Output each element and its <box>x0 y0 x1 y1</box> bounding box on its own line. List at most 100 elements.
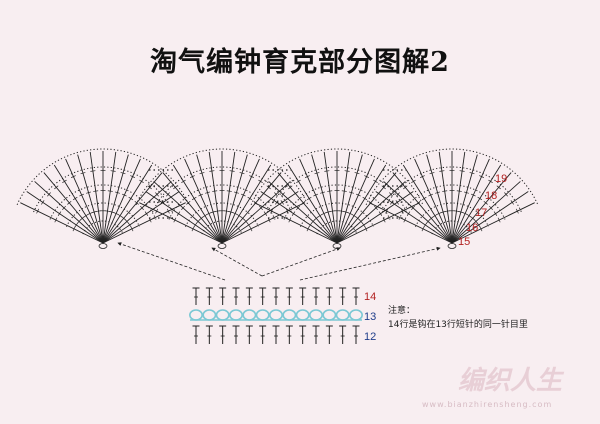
stitch-tick <box>270 208 274 214</box>
stitch-tick <box>90 170 96 172</box>
row13-loop <box>189 309 203 321</box>
stitch-tick <box>144 211 149 216</box>
stitch-tick <box>176 211 181 216</box>
stitch-tick <box>473 219 478 224</box>
stitch-tick <box>489 205 493 211</box>
row-arc <box>33 166 173 213</box>
stitch-tick <box>191 226 195 232</box>
row-arc <box>250 148 424 205</box>
stitch-tick <box>343 211 349 214</box>
stitch-tick <box>181 179 186 183</box>
radial-stitch <box>383 181 453 244</box>
watermark-logo: 编织人生 <box>458 366 563 396</box>
radial-stitch <box>102 158 141 244</box>
stitch-tick <box>488 179 493 183</box>
stitch-tick <box>411 205 415 211</box>
radial-stitch <box>451 172 512 244</box>
stitch-tick <box>62 179 67 183</box>
stitch-tick <box>362 222 366 228</box>
row-arc <box>365 148 539 205</box>
radial-stitch <box>172 164 223 244</box>
stitch-tick <box>477 222 481 228</box>
stitch-tick <box>190 175 195 178</box>
row13-loop <box>349 309 363 321</box>
radial-stitch <box>375 191 453 244</box>
stitch-tick <box>416 200 421 205</box>
row13-loop <box>335 309 350 321</box>
stitch-tick <box>378 211 383 216</box>
stitch-tick <box>364 175 369 178</box>
stitch-tick <box>429 216 434 221</box>
row13-loop <box>322 309 337 321</box>
stitch-tick <box>223 210 230 212</box>
stitch-tick <box>93 190 99 192</box>
stitch-tick <box>196 219 201 224</box>
stitch-tick <box>71 175 76 178</box>
row-arc <box>201 220 243 235</box>
stitch-tick <box>364 226 368 232</box>
stitch-tick <box>324 170 330 172</box>
radial-stitch <box>260 191 338 244</box>
radial-stitch <box>451 181 521 244</box>
stitch-tick <box>209 170 215 172</box>
stitch-tick <box>249 175 254 178</box>
stitch-tick <box>411 179 416 183</box>
stitch-tick <box>263 211 268 216</box>
stitch-tick <box>442 190 448 192</box>
base-ring <box>217 243 227 249</box>
radial-stitch <box>145 191 223 244</box>
radial-stitch <box>43 172 104 244</box>
radial-stitch <box>451 164 502 244</box>
radial-stitch <box>65 158 104 244</box>
row-label-13: 13 <box>364 311 376 323</box>
stitch-tick <box>477 196 483 201</box>
stitch-tick <box>291 211 296 216</box>
stitch-tick <box>173 185 178 190</box>
stitch-tick <box>128 196 134 201</box>
row13-loop <box>309 309 323 321</box>
stitch-tick <box>72 196 78 201</box>
radial-stitch <box>451 191 529 244</box>
row-arc <box>82 220 124 235</box>
radial-stitch <box>323 151 338 244</box>
stitch-tick <box>121 216 126 221</box>
stitch-tick <box>47 192 51 197</box>
radial-stitch <box>184 158 223 244</box>
row-label-15: 15 <box>458 236 470 248</box>
placement-arrow <box>117 242 226 281</box>
stitch-tick <box>274 192 278 197</box>
row-arc <box>16 148 190 205</box>
stitch-tick <box>214 210 221 212</box>
placement-arrow <box>261 247 341 277</box>
stitch-tick <box>338 210 345 212</box>
stitch-tick <box>396 192 400 197</box>
radial-stitch <box>102 154 129 244</box>
stitch-tick <box>348 191 354 194</box>
stitch-tick <box>80 172 86 175</box>
stitch-tick <box>228 211 234 214</box>
row-label-18: 18 <box>485 190 497 202</box>
stitch-tick <box>199 216 204 221</box>
stitch-tick <box>428 193 434 197</box>
radial-stitch <box>20 202 104 244</box>
stitch-tick <box>358 219 363 224</box>
stitch-tick <box>128 222 132 228</box>
stitch-tick <box>130 175 135 178</box>
radial-stitch <box>77 154 104 244</box>
row13-loop <box>229 309 243 321</box>
row13-loop <box>255 309 270 321</box>
stitch-tick <box>181 205 185 211</box>
stitch-tick <box>57 211 62 216</box>
stitch-tick <box>469 172 475 175</box>
radial-stitch <box>196 154 223 244</box>
stitch-tick <box>121 193 127 197</box>
radial-stitch <box>153 181 223 244</box>
radial-stitch <box>287 164 338 244</box>
radial-stitch <box>299 158 338 244</box>
stitch-tick <box>67 200 72 205</box>
radial-stitch <box>426 154 453 244</box>
stitch-tick <box>140 205 144 211</box>
stitch-tick <box>288 185 293 190</box>
stitch-tick <box>155 192 159 197</box>
stitch-tick <box>381 185 386 190</box>
